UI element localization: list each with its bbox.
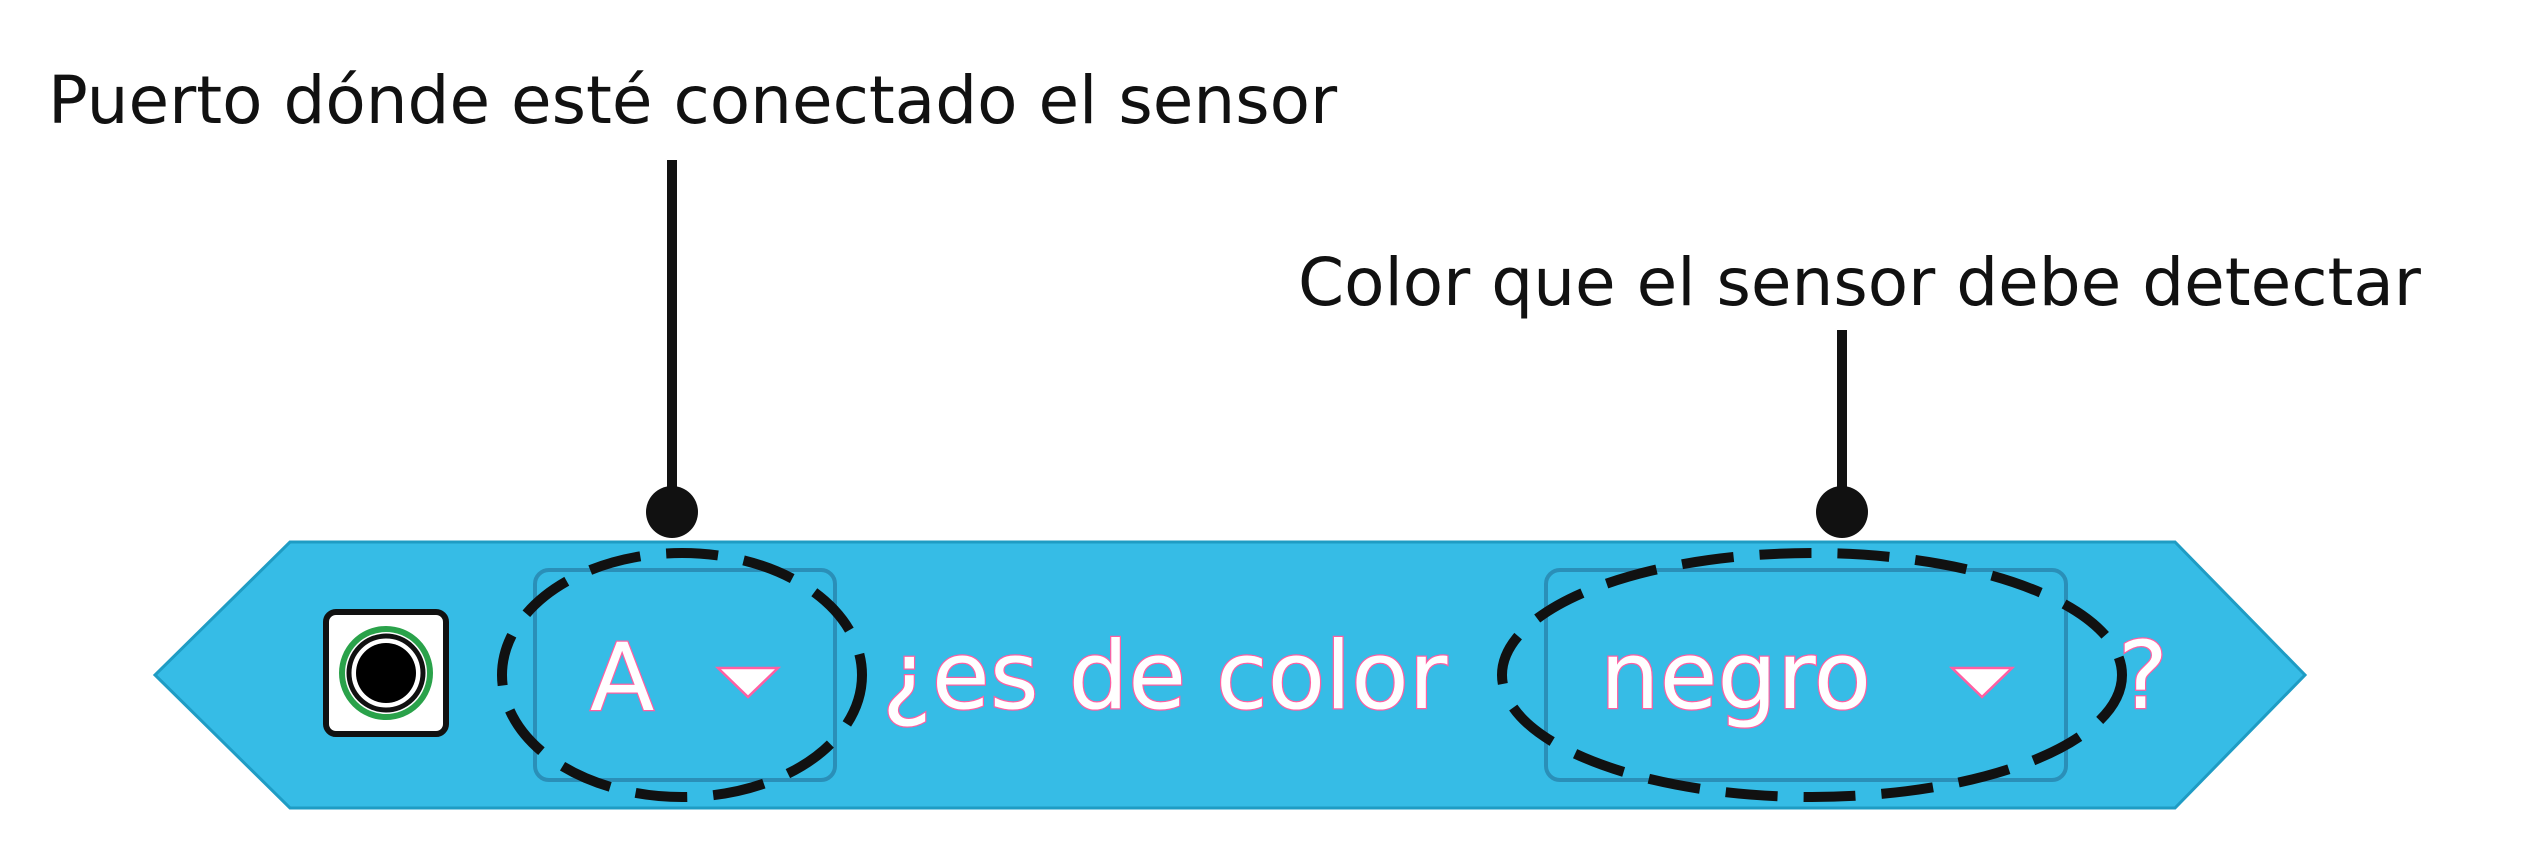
color-dropdown-frame	[1544, 568, 2068, 782]
port-dropdown-frame	[533, 568, 837, 782]
color-dropdown-value: negro	[1600, 622, 1871, 731]
block-shape	[152, 540, 2308, 810]
port-leader-dot	[646, 486, 698, 538]
block-question-text: ¿es de color	[882, 622, 1448, 731]
color-sensor-block[interactable]: A ¿es de color negro ?	[152, 540, 2308, 810]
port-highlight-ellipse	[497, 548, 867, 802]
triangle-down-icon	[1948, 666, 2016, 699]
color-callout-label: Color que el sensor debe detectar	[1298, 244, 2421, 321]
triangle-down-icon	[714, 666, 782, 699]
color-leader-dot	[1816, 486, 1868, 538]
color-sensor-icon	[323, 609, 449, 737]
port-dropdown-value: A	[590, 624, 654, 733]
port-dropdown[interactable]: A	[533, 568, 837, 782]
port-callout-label: Puerto dónde esté conectado el sensor	[48, 62, 1338, 139]
color-highlight-ellipse	[1497, 548, 2127, 802]
color-dropdown[interactable]: negro	[1544, 568, 2068, 782]
